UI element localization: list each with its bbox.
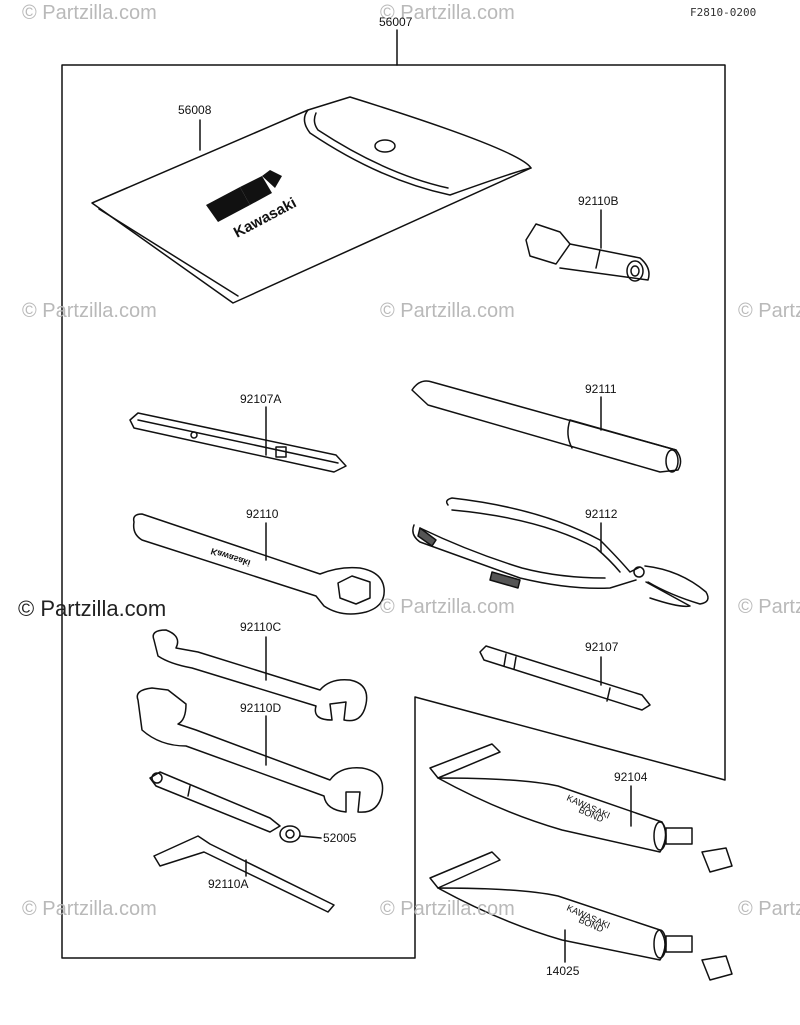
kit-boundary bbox=[61, 64, 726, 959]
part-code-92110: 92110 bbox=[246, 507, 279, 521]
box-wrench bbox=[132, 513, 385, 615]
open-end-wrench-c bbox=[152, 629, 368, 722]
part-code-92112: 92112 bbox=[585, 507, 618, 521]
tool-pouch bbox=[91, 96, 532, 304]
watermark: © Partzilla.com bbox=[380, 596, 515, 618]
bond-tube-14025 bbox=[429, 851, 733, 981]
socket-adapter bbox=[525, 223, 650, 282]
watermark-feature: © Partzilla.com bbox=[18, 596, 167, 621]
pliers bbox=[412, 497, 709, 608]
watermark: © Partzilla.com bbox=[22, 898, 157, 920]
part-code-56007: 56007 bbox=[379, 15, 413, 29]
part-code-14025: 14025 bbox=[546, 964, 580, 978]
watermark: © Partzilla.com bbox=[380, 2, 515, 24]
kawasaki-logo bbox=[206, 170, 282, 222]
part-code-92110C: 92110C bbox=[240, 620, 282, 634]
part-code-92110D: 92110D bbox=[240, 701, 282, 715]
handle-tube bbox=[411, 380, 682, 473]
watermark: © Partzilla.com bbox=[738, 300, 800, 322]
watermark: © Partzilla.com bbox=[738, 596, 800, 618]
watermark: © Partzilla.com bbox=[738, 898, 800, 920]
spark-plug-wrench bbox=[149, 771, 301, 843]
open-end-wrench-d bbox=[136, 687, 384, 813]
part-code-92111: 92111 bbox=[585, 382, 617, 396]
part-code-92110B: 92110B bbox=[578, 194, 619, 208]
part-code-52005: 52005 bbox=[323, 831, 357, 845]
part-code-92107: 92107 bbox=[585, 640, 619, 654]
part-code-92107A: 92107A bbox=[240, 392, 282, 406]
part-code-92104: 92104 bbox=[614, 770, 648, 784]
leader-52005 bbox=[299, 835, 322, 839]
watermark: © Partzilla.com bbox=[22, 300, 157, 322]
watermark: © Partzilla.com bbox=[380, 300, 515, 322]
watermark: © Partzilla.com bbox=[22, 2, 157, 24]
bond-tube-92104 bbox=[429, 743, 733, 873]
screwdriver bbox=[479, 645, 651, 711]
figure-id: F2810-0200 bbox=[690, 6, 757, 19]
part-code-92110A: 92110A bbox=[208, 877, 249, 891]
screwdriver-bit-a bbox=[129, 412, 347, 473]
watermark: © Partzilla.com bbox=[380, 898, 515, 920]
hex-key bbox=[153, 835, 335, 913]
part-code-56008: 56008 bbox=[178, 103, 212, 117]
